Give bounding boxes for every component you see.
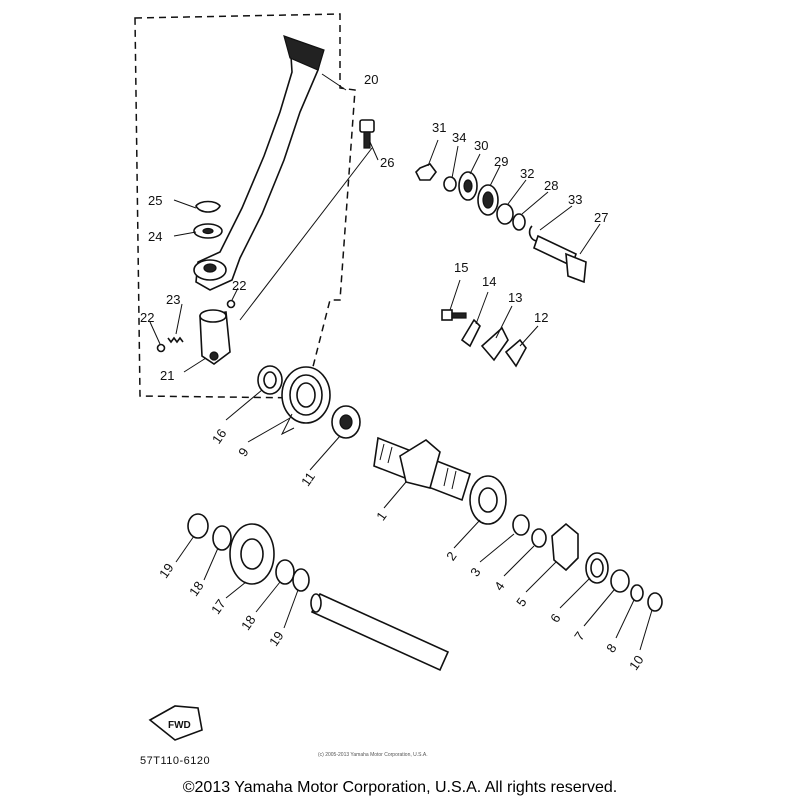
part-22-ball-a [226, 299, 236, 309]
part-23-spring [167, 336, 184, 344]
part-8-washer [630, 584, 644, 602]
fwd-label: FWD [168, 720, 191, 731]
part-20-kick-crank [193, 35, 325, 291]
part-4-circlip [531, 528, 547, 548]
callout-24: 24 [148, 229, 162, 244]
callout-20: 20 [364, 72, 378, 87]
callout-26: 26 [380, 155, 394, 170]
callout-28: 28 [544, 178, 558, 193]
part-13-plate [480, 326, 509, 362]
part-10-circlip [647, 592, 663, 612]
part-5-ratchet-wheel [551, 522, 579, 572]
callout-23: 23 [166, 292, 180, 307]
callout-34: 34 [452, 130, 466, 145]
callout-1: 1 [373, 509, 389, 524]
callout-13: 13 [508, 290, 522, 305]
leader-lines [149, 73, 653, 651]
part-34-washer [443, 176, 457, 192]
part-24-washer [193, 223, 223, 239]
callout-29: 29 [494, 154, 508, 169]
part-21-kick-boss [199, 309, 231, 365]
callout-27: 27 [594, 210, 608, 225]
part-7-washer [610, 569, 630, 593]
callout-25: 25 [148, 193, 162, 208]
callout-10: 10 [626, 652, 647, 672]
part-19-circlip-a [187, 513, 209, 539]
callout-6: 6 [547, 611, 563, 626]
callout-11: 11 [298, 469, 318, 489]
part-25-circlip [195, 200, 221, 213]
part-16-oil-seal [257, 365, 283, 395]
callout-15: 15 [454, 260, 468, 275]
callout-18-left: 18 [186, 578, 207, 598]
part-12-clip [504, 338, 527, 368]
callout-7: 7 [571, 629, 587, 644]
part-9-kick-spring [280, 366, 331, 436]
part-1-kick-axle [373, 436, 471, 502]
part-14-guide [460, 318, 481, 348]
callout-5: 5 [513, 595, 529, 610]
part-3-washer [512, 514, 530, 536]
callout-30: 30 [474, 138, 488, 153]
callout-32: 32 [520, 166, 534, 181]
callout-19-right: 19 [266, 628, 287, 648]
callout-22-lower: 22 [140, 310, 154, 325]
callout-19-left: 19 [156, 560, 177, 580]
part-27-shaft [533, 234, 587, 284]
part-18-washer-a [212, 525, 232, 551]
part-30-gear [458, 171, 478, 201]
callout-12: 12 [534, 310, 548, 325]
callout-4: 4 [491, 579, 507, 594]
callout-9: 9 [235, 445, 251, 460]
part-2-kick-gear [469, 475, 507, 525]
part-26-bolt [359, 119, 375, 149]
part-32-washer [496, 203, 514, 225]
part-31-nut [415, 163, 437, 181]
copyright-notice: ©2013 Yamaha Motor Corporation, U.S.A. A… [183, 779, 618, 796]
part-29-bearing [477, 184, 499, 216]
callout-21: 21 [160, 368, 174, 383]
callout-22-upper: 22 [232, 278, 246, 293]
part-11-spring-guide [331, 405, 361, 439]
part-19-circlip-b [292, 568, 310, 592]
small-credit: (c) 2005-2013 Yamaha Motor Corporation, … [318, 752, 428, 758]
main-shaft [310, 592, 450, 672]
callout-31: 31 [432, 120, 446, 135]
part-6-ratchet-spring [585, 552, 609, 584]
callout-33: 33 [568, 192, 582, 207]
assembly-boundary [134, 13, 356, 399]
callout-3: 3 [467, 565, 483, 580]
callout-14: 14 [482, 274, 496, 289]
callout-8: 8 [603, 641, 619, 656]
callout-18-right: 18 [238, 612, 259, 632]
part-15-bolt [441, 309, 467, 321]
figure-code: 57T110-6120 [140, 755, 210, 767]
part-18-washer-b [275, 559, 295, 585]
callout-16: 16 [209, 426, 230, 446]
callout-2: 2 [443, 549, 459, 564]
callout-labels: 20 26 25 24 22 23 22 21 16 9 11 1 2 3 4 … [140, 72, 647, 673]
part-22-ball-b [156, 343, 166, 353]
fwd-arrow-icon: FWD [148, 705, 203, 741]
part-28-circlip [512, 213, 526, 231]
callout-17: 17 [208, 596, 229, 616]
part-17-gear [229, 523, 275, 585]
